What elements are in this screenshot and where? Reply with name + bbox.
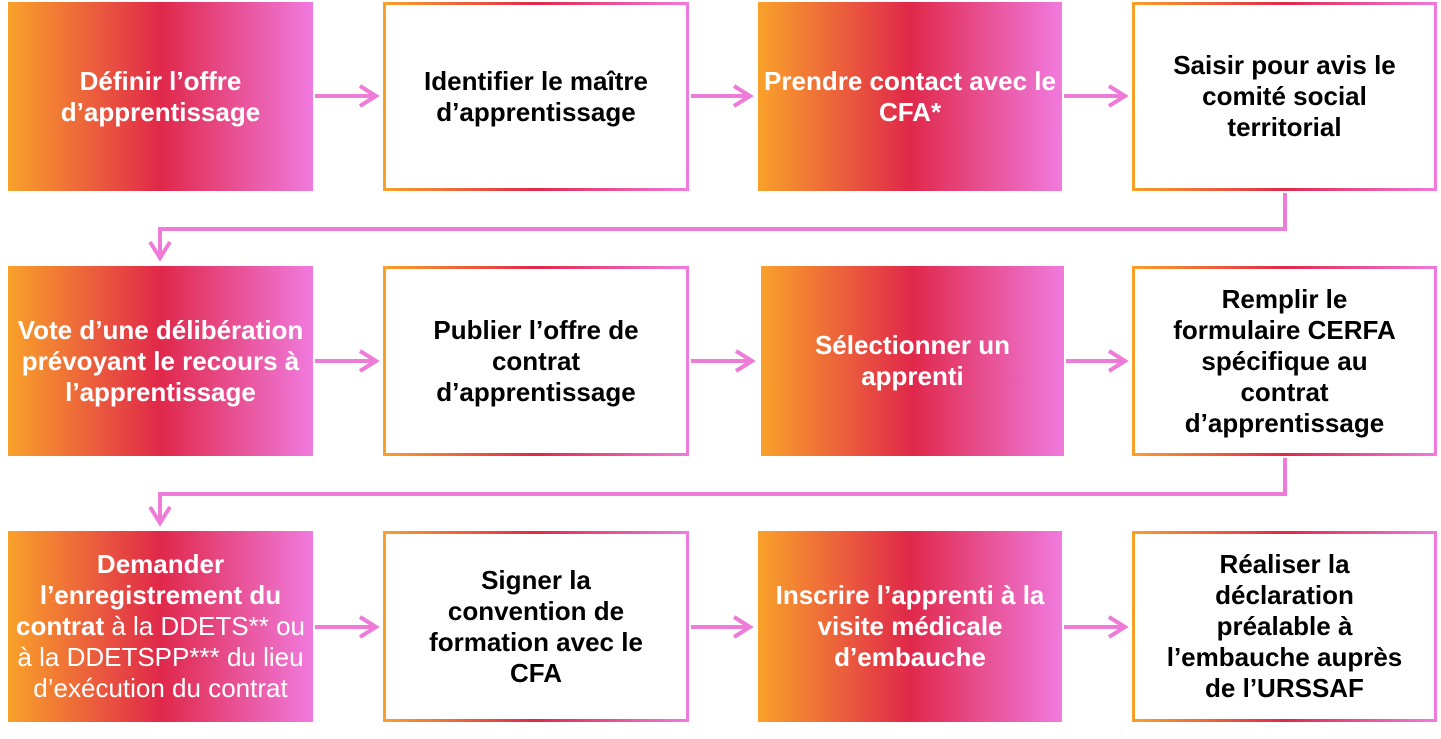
step-4: Saisir pour avis le comité social territ…: [1132, 2, 1437, 191]
step-7: Sélectionner un apprenti: [761, 266, 1064, 456]
arrow-2-3: [691, 84, 754, 108]
step-1: Définir l’offre d’apprentissage: [8, 2, 313, 191]
step-label-rest: à la DDETS** ou à la DDETSPP*** du lieu …: [17, 611, 305, 703]
step-label: Vote d’une délibération prévoyant le rec…: [17, 314, 304, 407]
step-label: Identifier le maître d’apprentissage: [424, 65, 648, 127]
step-label: Publier l’offre de contrat d’apprentissa…: [433, 314, 639, 407]
step-10: Signer la convention de formation avec l…: [383, 531, 689, 722]
arrow-9-10: [315, 615, 380, 639]
step-label: Saisir pour avis le comité social territ…: [1173, 50, 1396, 142]
step-label: Remplir le formulaire CERFA spécifique a…: [1173, 283, 1396, 438]
step-label: Signer la convention de formation avec l…: [429, 564, 643, 688]
step-8: Remplir le formulaire CERFA spécifique a…: [1132, 266, 1437, 456]
arrow-8-9: [148, 458, 1287, 527]
arrow-11-12: [1064, 615, 1129, 639]
step-label: Sélectionner un apprenti: [814, 330, 1011, 391]
step-3: Prendre contact avec le CFA*: [758, 2, 1062, 191]
step-label: Réaliser la déclaration préalable à l’em…: [1166, 549, 1403, 703]
step-11: Inscrire l’apprenti à la visite médicale…: [758, 531, 1062, 722]
arrow-4-5: [148, 193, 1287, 262]
step-label-bold: Demander l’enregistrement du contrat: [16, 549, 282, 641]
step-6: Publier l’offre de contrat d’apprentissa…: [383, 266, 689, 456]
arrow-3-4: [1064, 84, 1129, 108]
step-5: Vote d’une délibération prévoyant le rec…: [8, 266, 313, 456]
arrow-6-7: [691, 349, 756, 373]
arrow-5-6: [315, 349, 380, 373]
step-label: Inscrire l’apprenti à la visite médicale…: [775, 580, 1045, 672]
step-2: Identifier le maître d’apprentissage: [383, 2, 689, 191]
arrow-7-8: [1066, 349, 1129, 373]
step-12: Réaliser la déclaration préalable à l’em…: [1132, 531, 1437, 722]
step-9: Demander l’enregistrement du contrat à l…: [8, 531, 313, 722]
arrow-1-2: [315, 84, 380, 108]
arrow-10-11: [691, 615, 754, 639]
step-label: Définir l’offre d’apprentissage: [60, 65, 261, 127]
step-label: Prendre contact avec le CFA*: [764, 65, 1056, 127]
step-label: Demander l’enregistrement du contrat à l…: [12, 549, 309, 704]
